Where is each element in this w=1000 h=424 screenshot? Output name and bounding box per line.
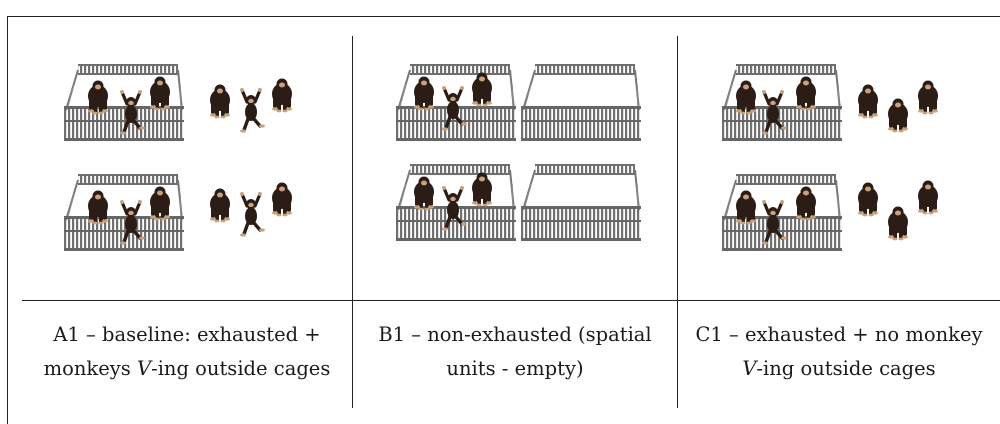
column-divider-1 xyxy=(352,36,353,408)
monkey xyxy=(210,188,230,223)
monkey xyxy=(472,172,492,207)
caption-a1-line2: monkeys V-ing outside cages xyxy=(43,357,331,380)
empty-cage xyxy=(520,163,642,242)
monkey xyxy=(414,76,434,111)
monkey xyxy=(888,206,908,241)
monkey xyxy=(414,176,434,211)
monkey xyxy=(888,98,908,133)
b1-cages xyxy=(395,63,642,242)
a1-cages-and-monkeys xyxy=(63,63,292,252)
caption-b1-line1: B1 – non-exhausted (spatial xyxy=(378,323,652,346)
panel-a1-illustration xyxy=(60,40,320,300)
caption-a1: A1 – baseline: exhausted + monkeys V-ing… xyxy=(22,318,352,408)
monkey xyxy=(272,182,292,217)
monkey xyxy=(858,182,878,217)
c1-cages-and-monkeys xyxy=(721,63,938,252)
caption-b1: B1 – non-exhausted (spatial units - empt… xyxy=(353,318,677,408)
caption-c1-line1: C1 – exhausted + no monkey xyxy=(695,323,983,346)
monkey xyxy=(238,86,267,135)
monkey xyxy=(796,76,816,111)
monkey xyxy=(918,180,938,215)
monkey xyxy=(918,80,938,115)
caption-b1-line2: units - empty) xyxy=(446,357,584,380)
caption-a1-line1: A1 – baseline: exhausted + xyxy=(53,323,321,346)
panel-c1-illustration xyxy=(718,40,978,300)
column-divider-2 xyxy=(677,36,678,408)
caption-c1: C1 – exhausted + no monkey V-ing outside… xyxy=(678,318,1000,408)
monkey xyxy=(150,76,170,111)
monkey xyxy=(796,186,816,221)
panel-b1-illustration xyxy=(392,40,642,300)
figure-frame xyxy=(7,16,1000,424)
monkey xyxy=(272,78,292,113)
caption-divider xyxy=(22,300,1000,301)
monkey xyxy=(210,84,230,119)
monkey xyxy=(238,190,267,239)
caption-c1-line2: V-ing outside cages xyxy=(742,357,936,380)
monkey xyxy=(858,84,878,119)
monkey xyxy=(472,72,492,107)
empty-cage xyxy=(520,63,642,142)
monkey xyxy=(150,186,170,221)
